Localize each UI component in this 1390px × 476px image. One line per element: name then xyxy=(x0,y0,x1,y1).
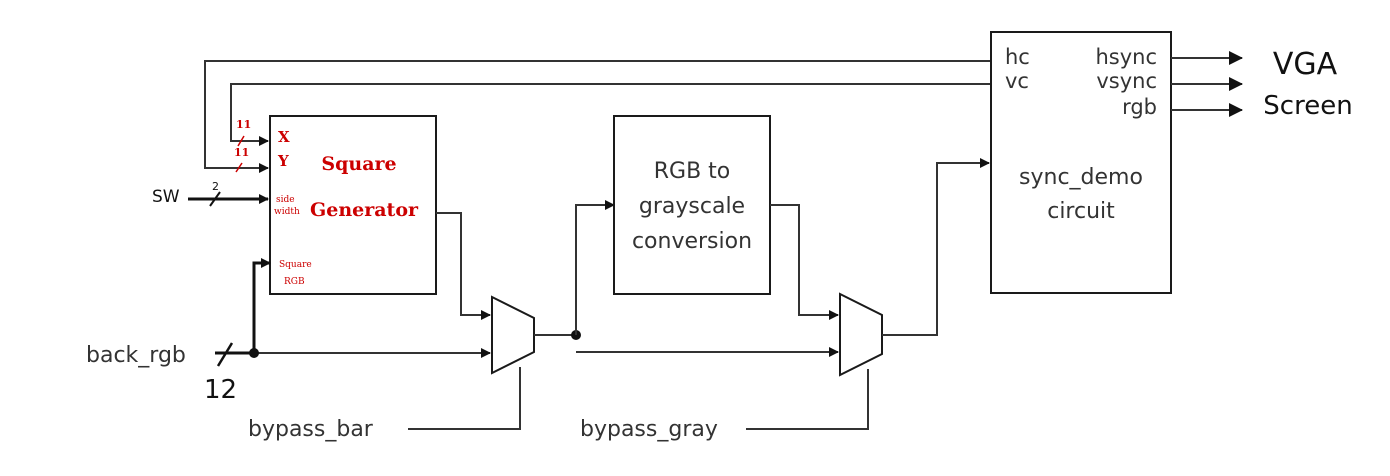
port-side-width: side xyxy=(276,195,295,205)
wire-bypass-bar xyxy=(408,367,521,430)
mux-bar xyxy=(491,295,535,375)
wire-square-out-to-mux1 xyxy=(436,212,491,320)
wire-back-rgb-to-square xyxy=(215,258,271,355)
wire-bypass-gray xyxy=(746,369,869,430)
wire-vc-to-y xyxy=(230,83,991,146)
bus-width-y: 11 xyxy=(234,146,249,159)
rgb-gray-line1: RGB to xyxy=(654,159,731,184)
sync-demo-block xyxy=(990,31,1172,294)
back-rgb-label: back_rgb xyxy=(86,343,186,368)
bypass-gray-label: bypass_gray xyxy=(580,417,718,442)
port-x: X xyxy=(278,128,290,146)
junction-back-rgb xyxy=(249,348,259,358)
rgb-to-grayscale-block xyxy=(613,115,771,295)
sw-width: 2 xyxy=(212,180,219,193)
port-side-width-2: width xyxy=(274,207,300,217)
square-generator-subtitle: Generator xyxy=(310,199,419,221)
port-vsync: vsync xyxy=(1096,69,1157,93)
mux-gray xyxy=(839,292,883,377)
port-hsync: hsync xyxy=(1095,45,1157,69)
bus-tick-x xyxy=(237,135,245,147)
port-rgb: rgb xyxy=(1122,95,1157,119)
port-square-rgb: Square xyxy=(279,260,312,270)
wire-hc-to-x xyxy=(204,60,991,173)
square-generator-title: Square xyxy=(321,153,396,175)
port-hc: hc xyxy=(1005,45,1030,69)
rgb-gray-line2: grayscale xyxy=(639,194,745,219)
wire-gray-out-to-mux2 xyxy=(770,204,839,320)
sync-demo-subtitle: circuit xyxy=(1047,199,1115,224)
bus-tick-y xyxy=(235,162,243,173)
square-generator-block xyxy=(269,115,437,295)
port-vc: vc xyxy=(1005,69,1029,93)
back-rgb-width: 12 xyxy=(204,375,237,405)
sw-label: SW xyxy=(152,187,180,207)
screen-label: Screen xyxy=(1263,91,1352,121)
bypass-bar-label: bypass_bar xyxy=(248,417,374,442)
rgb-gray-line3: conversion xyxy=(632,229,752,254)
wire-mux1-to-rgb-gray xyxy=(575,200,615,335)
vga-label: VGA xyxy=(1273,47,1338,82)
back-rgb-bus-tick xyxy=(216,342,234,367)
port-square-rgb-2: RGB xyxy=(284,277,305,287)
wire-mux2-to-sync-demo xyxy=(882,158,990,336)
bus-width-x: 11 xyxy=(236,118,251,131)
port-y: Y xyxy=(277,152,289,170)
sync-demo-title: sync_demo xyxy=(1019,165,1143,190)
sw-bus-tick xyxy=(209,191,221,207)
